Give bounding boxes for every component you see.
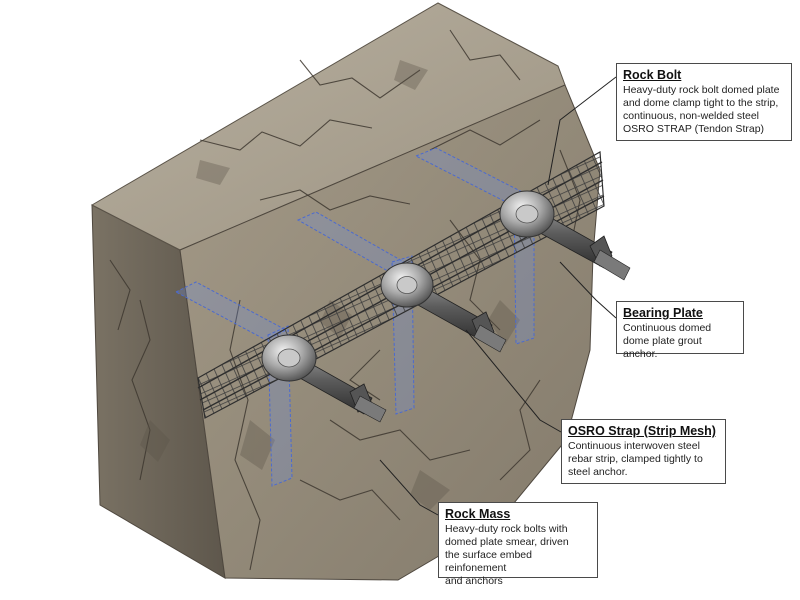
rock-cracks — [109, 29, 581, 571]
rock-top-face — [90, 2, 566, 251]
callout-bearing-plate-body: Continuous domed dome plate grout anchor… — [623, 322, 712, 360]
rock-bolt-right — [499, 190, 631, 281]
leader-rock-mass — [379, 459, 439, 516]
leader-bearing-plate — [559, 261, 617, 319]
callout-osro-strap: OSRO Strap (Strip Mesh) Continuous inter… — [561, 419, 726, 484]
rock-bolt-middle — [380, 262, 507, 353]
callout-osro-strap-body: Continuous interwoven steel rebar strip,… — [568, 440, 703, 478]
callout-rock-mass: Rock Mass Heavy-duty rock bolts with dom… — [438, 502, 598, 587]
leader-osro-strap — [465, 329, 562, 433]
callout-rock-bolt-title: Rock Bolt — [623, 68, 682, 82]
callout-rock-mass-body: Heavy-duty rock bolts with domed plate s… — [445, 523, 569, 587]
rock-front-face — [179, 84, 601, 581]
rock-bolt-left — [261, 334, 387, 423]
leader-lines — [379, 76, 617, 516]
callout-rock-mass-title: Rock Mass — [445, 507, 511, 521]
callout-rock-bolt-body: Heavy-duty rock bolt domed plate and dom… — [623, 84, 780, 135]
callout-rock-bolt: Rock Bolt Heavy-duty rock bolt domed pla… — [616, 63, 792, 141]
callout-osro-strap-title: OSRO Strap (Strip Mesh) — [568, 424, 716, 438]
callout-bearing-plate: Bearing Plate Continuous domed dome plat… — [616, 301, 744, 360]
leader-rock-bolt — [547, 76, 617, 186]
rock-mass-block — [90, 2, 601, 581]
callout-bearing-plate-title: Bearing Plate — [623, 306, 703, 320]
